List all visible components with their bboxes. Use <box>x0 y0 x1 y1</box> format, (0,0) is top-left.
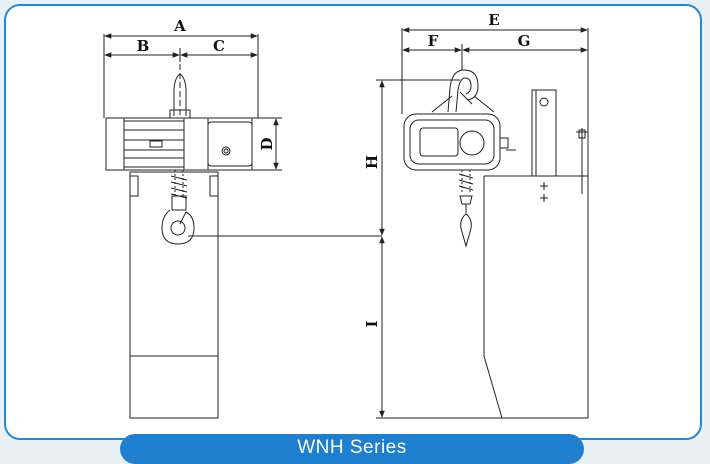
dimension-f-label: F <box>428 32 439 50</box>
dimension-d-label: D <box>258 137 276 150</box>
series-banner: WNH Series <box>120 434 584 464</box>
dimension-c-label: C <box>213 37 225 55</box>
drawing-frame <box>4 4 702 440</box>
front-view <box>103 33 382 419</box>
dimension-h-label: H <box>363 155 381 169</box>
dimension-a-label: A <box>173 17 186 35</box>
dimension-b-label: B <box>137 37 150 55</box>
dimension-g-label: G <box>518 32 531 50</box>
side-view <box>376 27 589 419</box>
dimension-i-label: I <box>363 320 381 327</box>
technical-drawing: A B C D E F G H I <box>103 11 589 419</box>
dimension-e-label: E <box>488 11 499 29</box>
